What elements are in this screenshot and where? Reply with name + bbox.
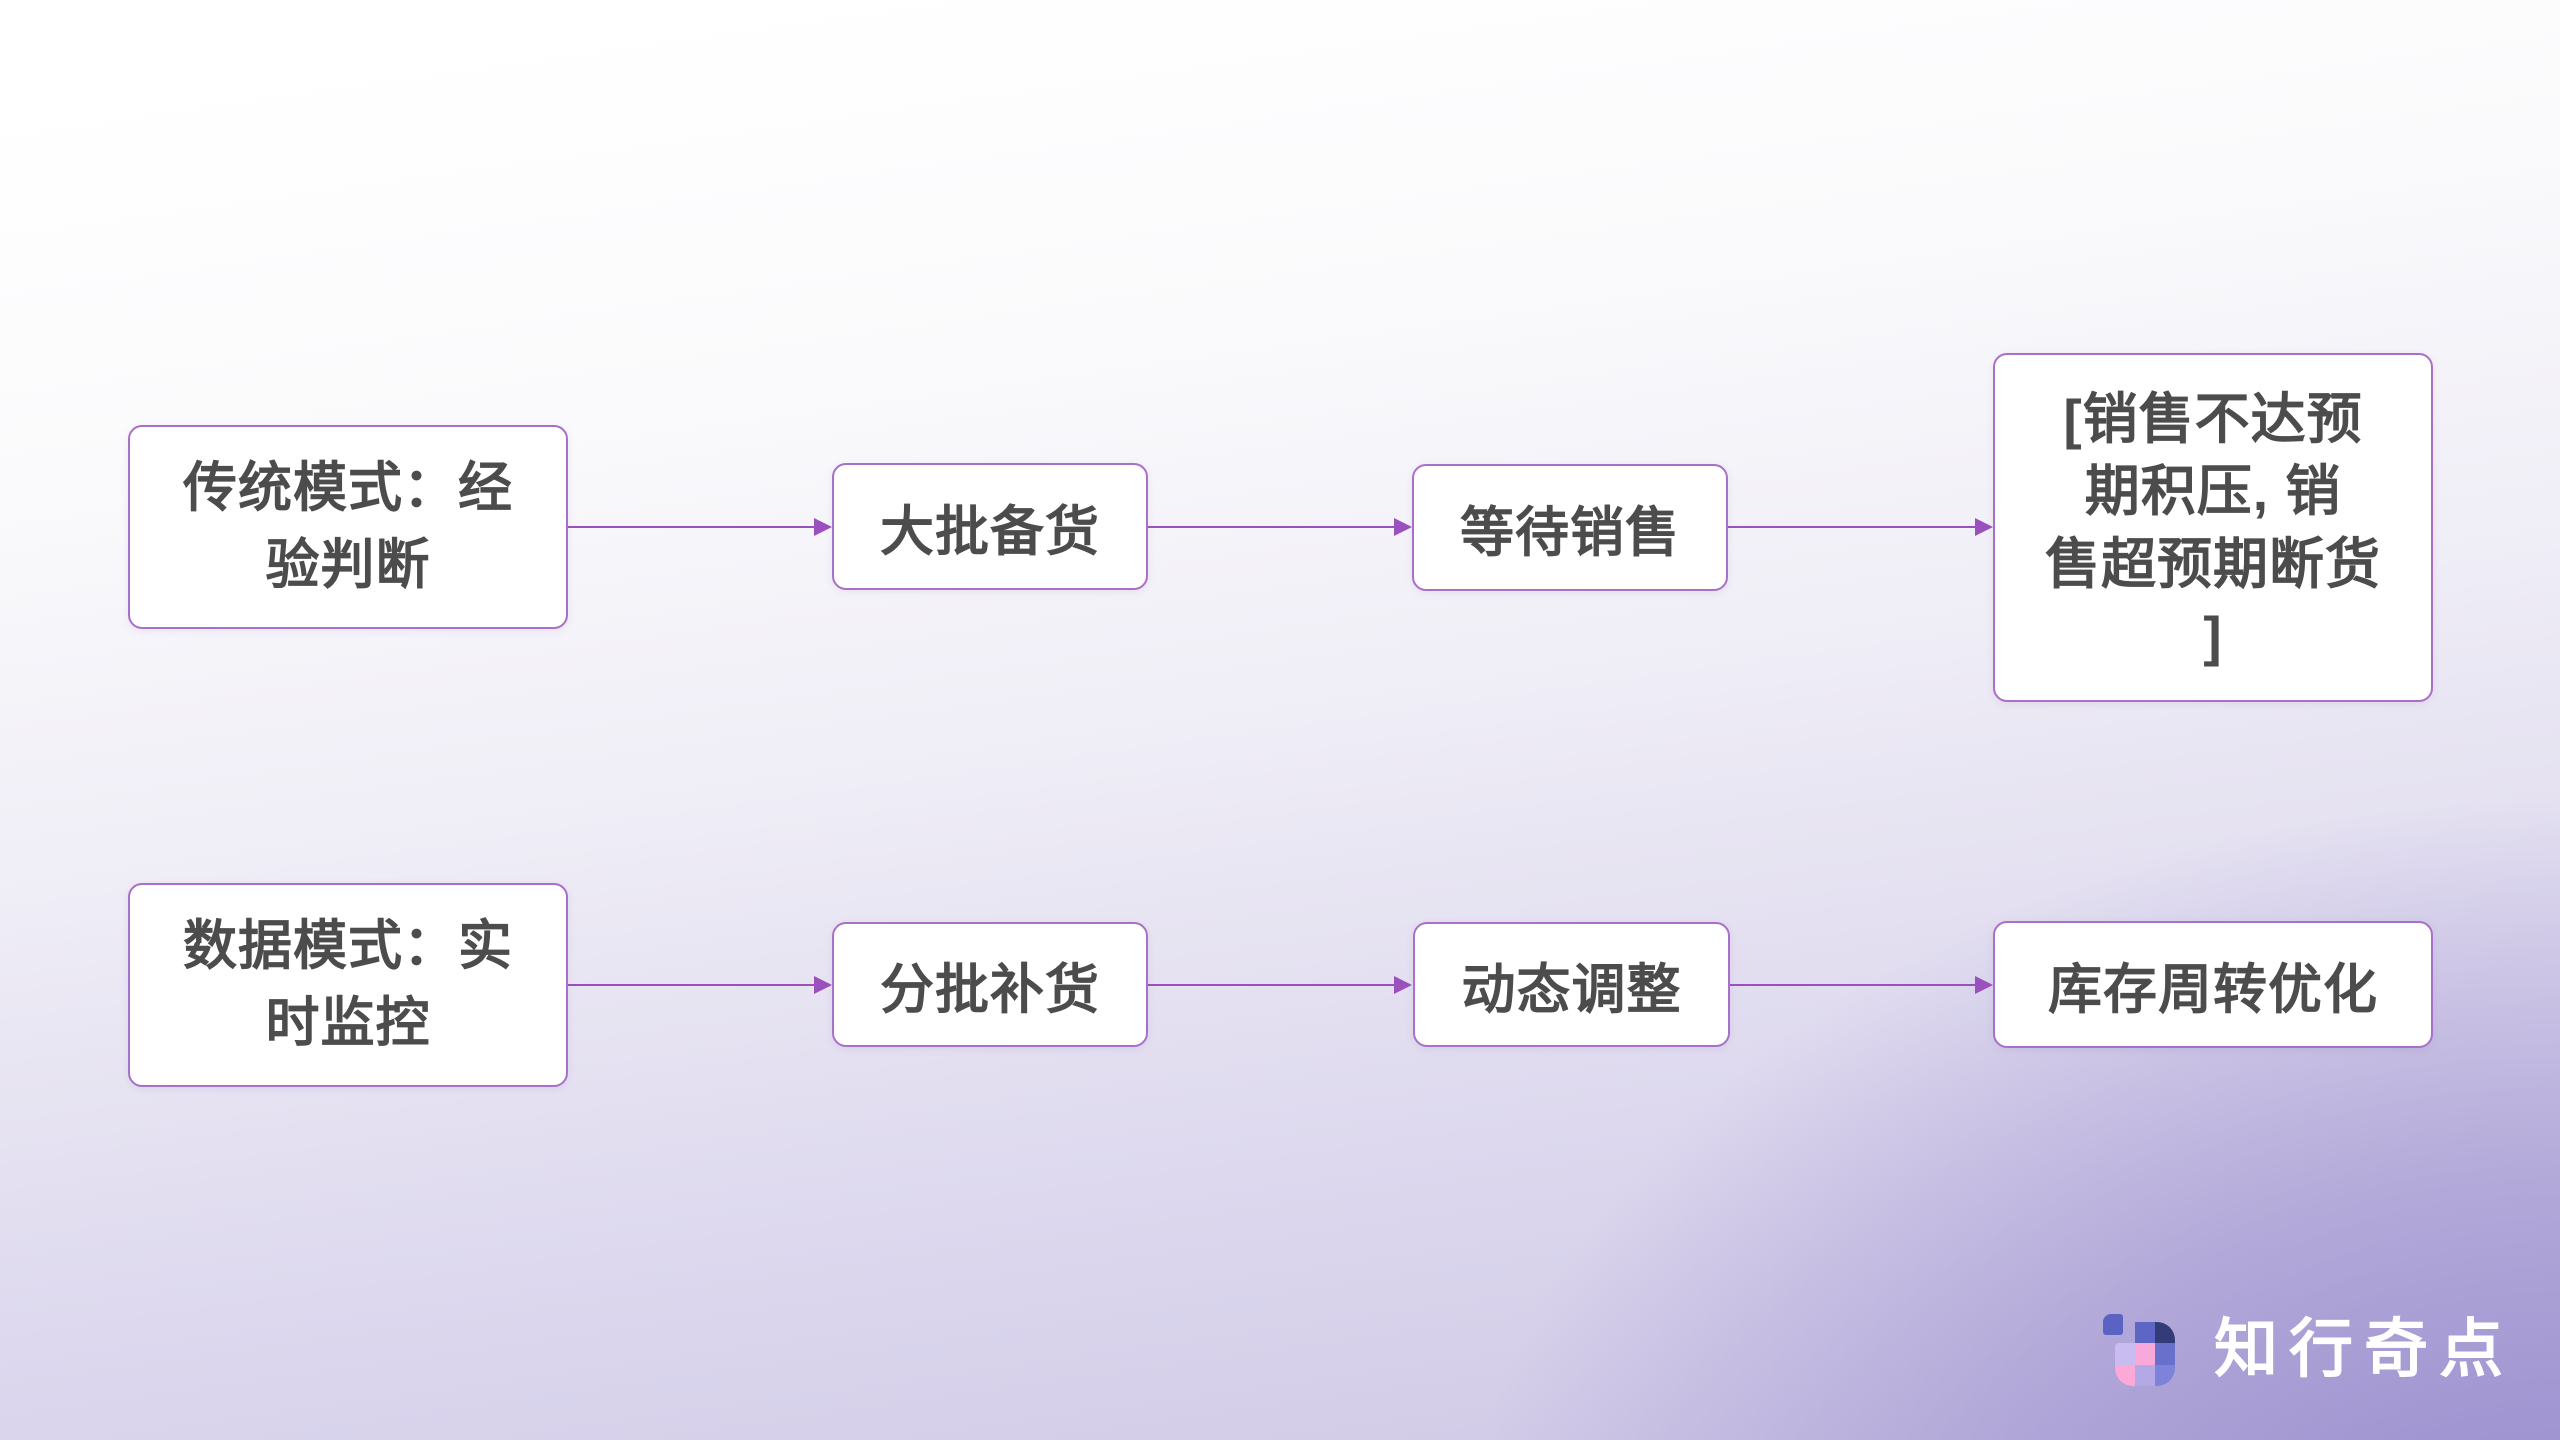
logo-pixel-grid xyxy=(2115,1322,2175,1386)
logo-cell xyxy=(2115,1364,2135,1386)
flow-arrow xyxy=(1728,518,1993,536)
arrow-line xyxy=(568,525,820,529)
flow-node-data-mode: 数据模式：实 时监控 xyxy=(128,883,568,1087)
arrowhead-icon xyxy=(1975,976,1993,994)
flow-node-inventory-turnover-optimization: 库存周转优化 xyxy=(1993,921,2433,1048)
flow-arrow xyxy=(568,976,832,994)
logo-cell xyxy=(2155,1364,2175,1386)
flow-node-overstock-or-stockout: [销售不达预 期积压, 销 售超预期断货 ] xyxy=(1993,353,2433,702)
logo-cell xyxy=(2135,1364,2155,1386)
flow-arrow xyxy=(1148,518,1412,536)
logo-small-square xyxy=(2103,1314,2123,1335)
logo-cell xyxy=(2135,1343,2155,1365)
node-label: 库存周转优化 xyxy=(2048,960,2378,1020)
flow-node-wait-for-sales: 等待销售 xyxy=(1412,464,1728,591)
arrowhead-icon xyxy=(1394,976,1412,994)
arrowhead-icon xyxy=(1975,518,1993,536)
pixel-grid-logo-icon xyxy=(2098,1308,2178,1390)
brand-logo: 知行奇点 xyxy=(2098,1308,2514,1390)
flow-node-dynamic-adjustment: 动态调整 xyxy=(1413,922,1730,1047)
flow-node-batch-replenishment: 分批补货 xyxy=(832,922,1148,1047)
flow-node-traditional-mode: 传统模式：经 验判断 xyxy=(128,425,568,629)
node-label: 数据模式：实 时监控 xyxy=(183,916,513,1053)
brand-name: 知行奇点 xyxy=(2214,1313,2514,1385)
arrow-line xyxy=(1148,525,1400,529)
node-label: 大批备货 xyxy=(880,502,1100,562)
flow-arrow xyxy=(568,518,832,536)
flow-node-bulk-stocking: 大批备货 xyxy=(832,463,1148,590)
node-label: 等待销售 xyxy=(1460,503,1680,563)
flow-arrow xyxy=(1148,976,1412,994)
logo-cell xyxy=(2155,1322,2175,1344)
node-label: 动态调整 xyxy=(1461,960,1682,1020)
flow-arrow xyxy=(1730,976,1993,994)
arrow-line xyxy=(1148,983,1400,987)
logo-cell xyxy=(2155,1343,2175,1365)
node-label: 传统模式：经 验判断 xyxy=(183,458,513,595)
arrow-line xyxy=(1730,983,1981,987)
logo-cell xyxy=(2115,1322,2135,1343)
arrow-line xyxy=(568,983,820,987)
arrowhead-icon xyxy=(1394,518,1412,536)
node-label: 分批补货 xyxy=(880,960,1100,1020)
logo-cell xyxy=(2135,1322,2155,1344)
arrow-line xyxy=(1728,525,1981,529)
node-label: [销售不达预 期积压, 销 售超预期断货 ] xyxy=(2044,388,2381,667)
arrowhead-icon xyxy=(814,976,832,994)
logo-cell xyxy=(2115,1343,2135,1365)
arrowhead-icon xyxy=(814,518,832,536)
